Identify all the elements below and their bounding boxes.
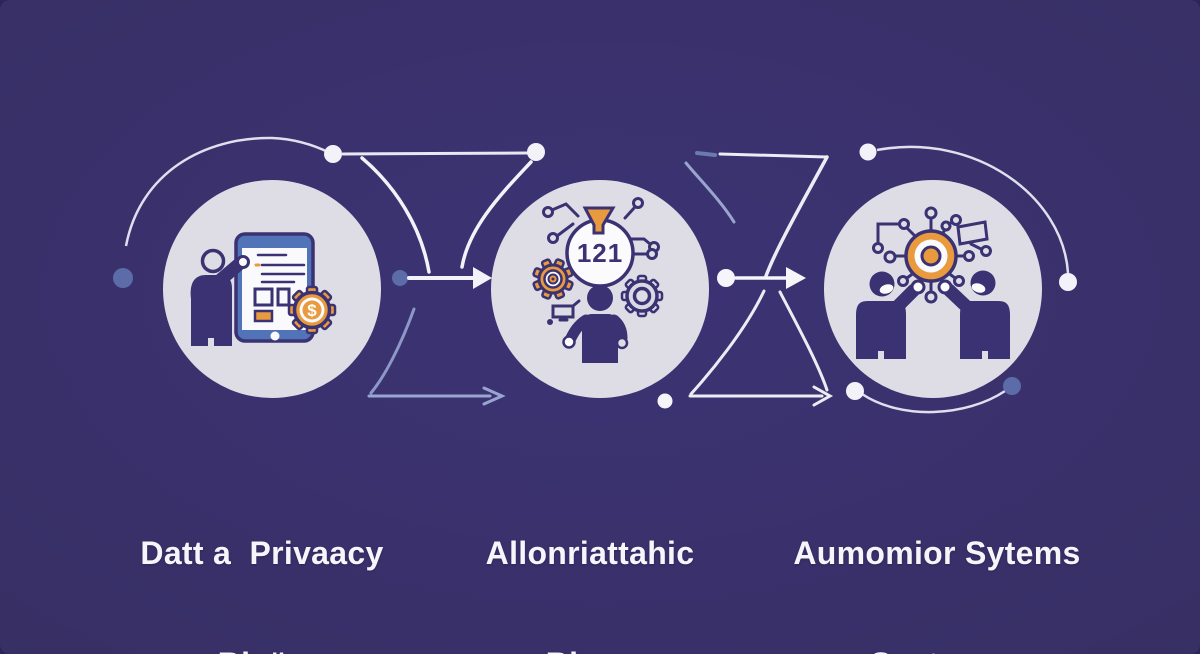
node-dot-icon	[657, 393, 673, 409]
node-dot-icon	[846, 382, 864, 400]
step1-label: Datt a Privaacy Biaüs	[82, 461, 442, 654]
connector-step1-step2	[324, 143, 545, 406]
step2-label: Allonriattahic Biaus	[410, 461, 770, 654]
orbit-arc-step3	[846, 143, 1077, 414]
person-silhouette-icon	[937, 270, 1010, 359]
node-dot-icon	[527, 143, 545, 161]
dollar-glyph: $	[307, 301, 317, 320]
funnel-icon	[582, 206, 616, 235]
slate-dot-icon	[1003, 377, 1021, 395]
node-dot-icon	[859, 143, 877, 161]
bubble-number: 121	[577, 238, 623, 268]
chevron-arrow-icon	[812, 385, 834, 407]
step3-label-line1: Aumomior Sytems	[793, 535, 1081, 571]
two-people-network-target-icon	[856, 206, 1010, 359]
chevron-arrow-icon	[482, 386, 506, 406]
mid-arrow-icon	[392, 267, 492, 289]
step3-circle	[824, 180, 1042, 398]
person-silhouette-icon	[856, 271, 926, 359]
connector-step2-step3	[657, 151, 834, 409]
person-silhouette-icon	[562, 285, 629, 363]
node-dot-icon	[1059, 273, 1077, 291]
mid-arrow-icon	[717, 267, 806, 289]
mind-bubble-gears-funnel-icon: 121	[525, 197, 664, 363]
step3-label-line2: Systems	[757, 646, 1117, 654]
slate-dot-icon	[113, 268, 133, 288]
step3-label: Aumomior Sytems Systems	[757, 461, 1117, 654]
spiral-gear-icon	[525, 251, 581, 307]
step1-circle: $	[163, 180, 381, 398]
checklist-glyph-icon	[547, 299, 581, 325]
step2-circle: 121	[491, 180, 709, 398]
target-icon	[904, 229, 958, 283]
step2-label-line1: Allonriattahic	[485, 535, 695, 571]
node-dot-icon	[324, 145, 342, 163]
dollar-gear-icon: $	[287, 285, 337, 335]
step1-label-line2: Biaüs	[82, 646, 442, 654]
person-tablet-dollar-gear-icon: $	[190, 232, 337, 346]
step1-label-line1: Datt a Privaacy	[140, 535, 384, 571]
outline-gear-icon	[620, 274, 664, 318]
step2-label-line2: Biaus	[410, 646, 770, 654]
orbit-arc-step1	[113, 136, 331, 288]
